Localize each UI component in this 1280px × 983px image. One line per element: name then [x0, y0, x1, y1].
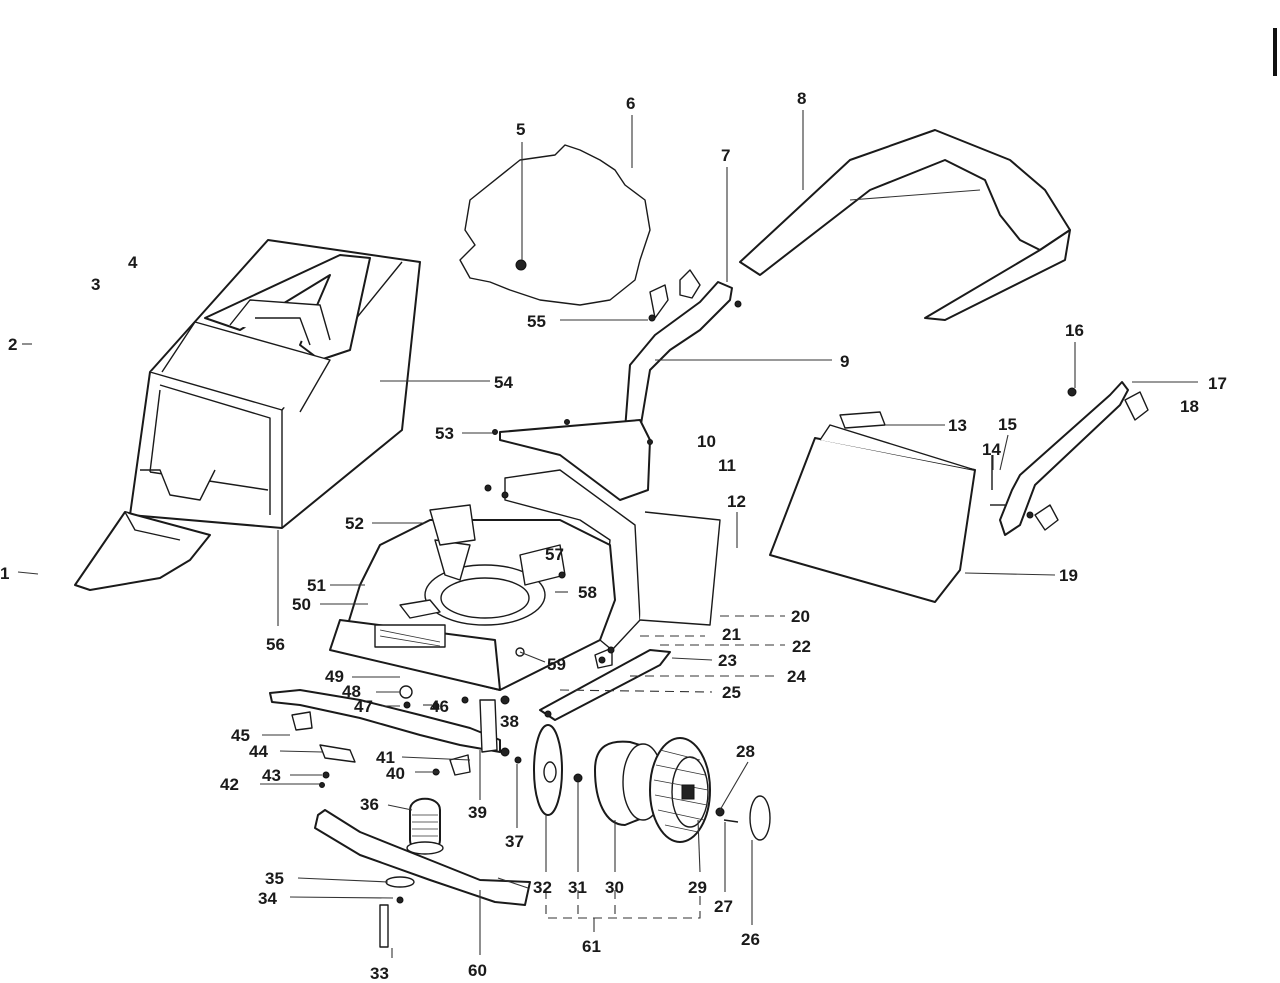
label-35: 35	[265, 869, 284, 888]
label-6: 6	[626, 94, 635, 113]
label-29: 29	[688, 878, 707, 897]
label-46: 46	[430, 697, 449, 716]
label-9: 9	[840, 352, 849, 371]
label-1: 1	[0, 564, 9, 583]
label-60: 60	[468, 961, 487, 980]
lower-handle	[624, 269, 742, 431]
upper-handle	[739, 129, 1071, 321]
label-18: 18	[1180, 397, 1199, 416]
callout-labels: 1 2 3 4 5 6 7 8 9 10 11 12 13 14 15 16 1…	[0, 89, 1227, 983]
label-38: 38	[500, 712, 519, 731]
label-22: 22	[792, 637, 811, 656]
label-26: 26	[741, 930, 760, 949]
label-13: 13	[948, 416, 967, 435]
label-36: 36	[360, 795, 379, 814]
label-53: 53	[435, 424, 454, 443]
label-54: 54	[494, 373, 513, 392]
label-37: 37	[505, 832, 524, 851]
corner-mark	[1273, 28, 1277, 76]
label-24: 24	[787, 667, 806, 686]
label-40: 40	[386, 764, 405, 783]
label-2: 2	[8, 335, 17, 354]
label-19: 19	[1059, 566, 1078, 585]
label-61: 61	[582, 937, 601, 956]
flap-part	[74, 511, 211, 591]
wheel-assembly	[514, 724, 771, 843]
label-20: 20	[791, 607, 810, 626]
label-11: 11	[718, 456, 736, 475]
label-44: 44	[249, 742, 268, 761]
label-7: 7	[721, 146, 730, 165]
label-23: 23	[718, 651, 737, 670]
label-50: 50	[292, 595, 311, 614]
label-25: 25	[722, 683, 741, 702]
label-41: 41	[376, 748, 395, 767]
label-27: 27	[714, 897, 733, 916]
label-47: 47	[354, 697, 373, 716]
label-51: 51	[307, 576, 326, 595]
label-4: 4	[128, 253, 138, 272]
label-52: 52	[345, 514, 364, 533]
leader-lines	[17, 110, 1198, 958]
blade-assembly	[314, 797, 531, 948]
label-8: 8	[797, 89, 806, 108]
axle-parts	[539, 647, 671, 721]
label-21: 21	[722, 625, 741, 644]
adjust-lever	[990, 381, 1149, 536]
label-57: 57	[545, 545, 564, 564]
label-56: 56	[266, 635, 285, 654]
label-45: 45	[231, 726, 250, 745]
label-15: 15	[998, 415, 1017, 434]
label-17: 17	[1208, 374, 1227, 393]
label-43: 43	[262, 766, 281, 785]
label-48: 48	[342, 682, 361, 701]
label-39: 39	[468, 803, 487, 822]
label-3: 3	[91, 275, 100, 294]
pad-part	[429, 504, 476, 546]
label-49: 49	[325, 667, 344, 686]
label-31: 31	[568, 878, 587, 897]
label-42: 42	[220, 775, 239, 794]
label-32: 32	[533, 878, 552, 897]
hardware-dots	[403, 314, 656, 709]
front-axle	[269, 685, 510, 788]
label-55: 55	[527, 312, 546, 331]
label-33: 33	[370, 964, 389, 983]
label-5: 5	[516, 120, 525, 139]
label-28: 28	[736, 742, 755, 761]
label-16: 16	[1065, 321, 1084, 340]
rear-flap	[769, 411, 976, 603]
grass-collector	[129, 239, 421, 529]
label-30: 30	[605, 878, 624, 897]
label-12: 12	[727, 492, 746, 511]
label-14: 14	[982, 440, 1001, 459]
label-10: 10	[697, 432, 716, 451]
label-58: 58	[578, 583, 597, 602]
mower-deck	[329, 519, 616, 691]
label-59: 59	[547, 655, 566, 674]
label-34: 34	[258, 889, 277, 908]
engine-outline	[459, 144, 651, 306]
